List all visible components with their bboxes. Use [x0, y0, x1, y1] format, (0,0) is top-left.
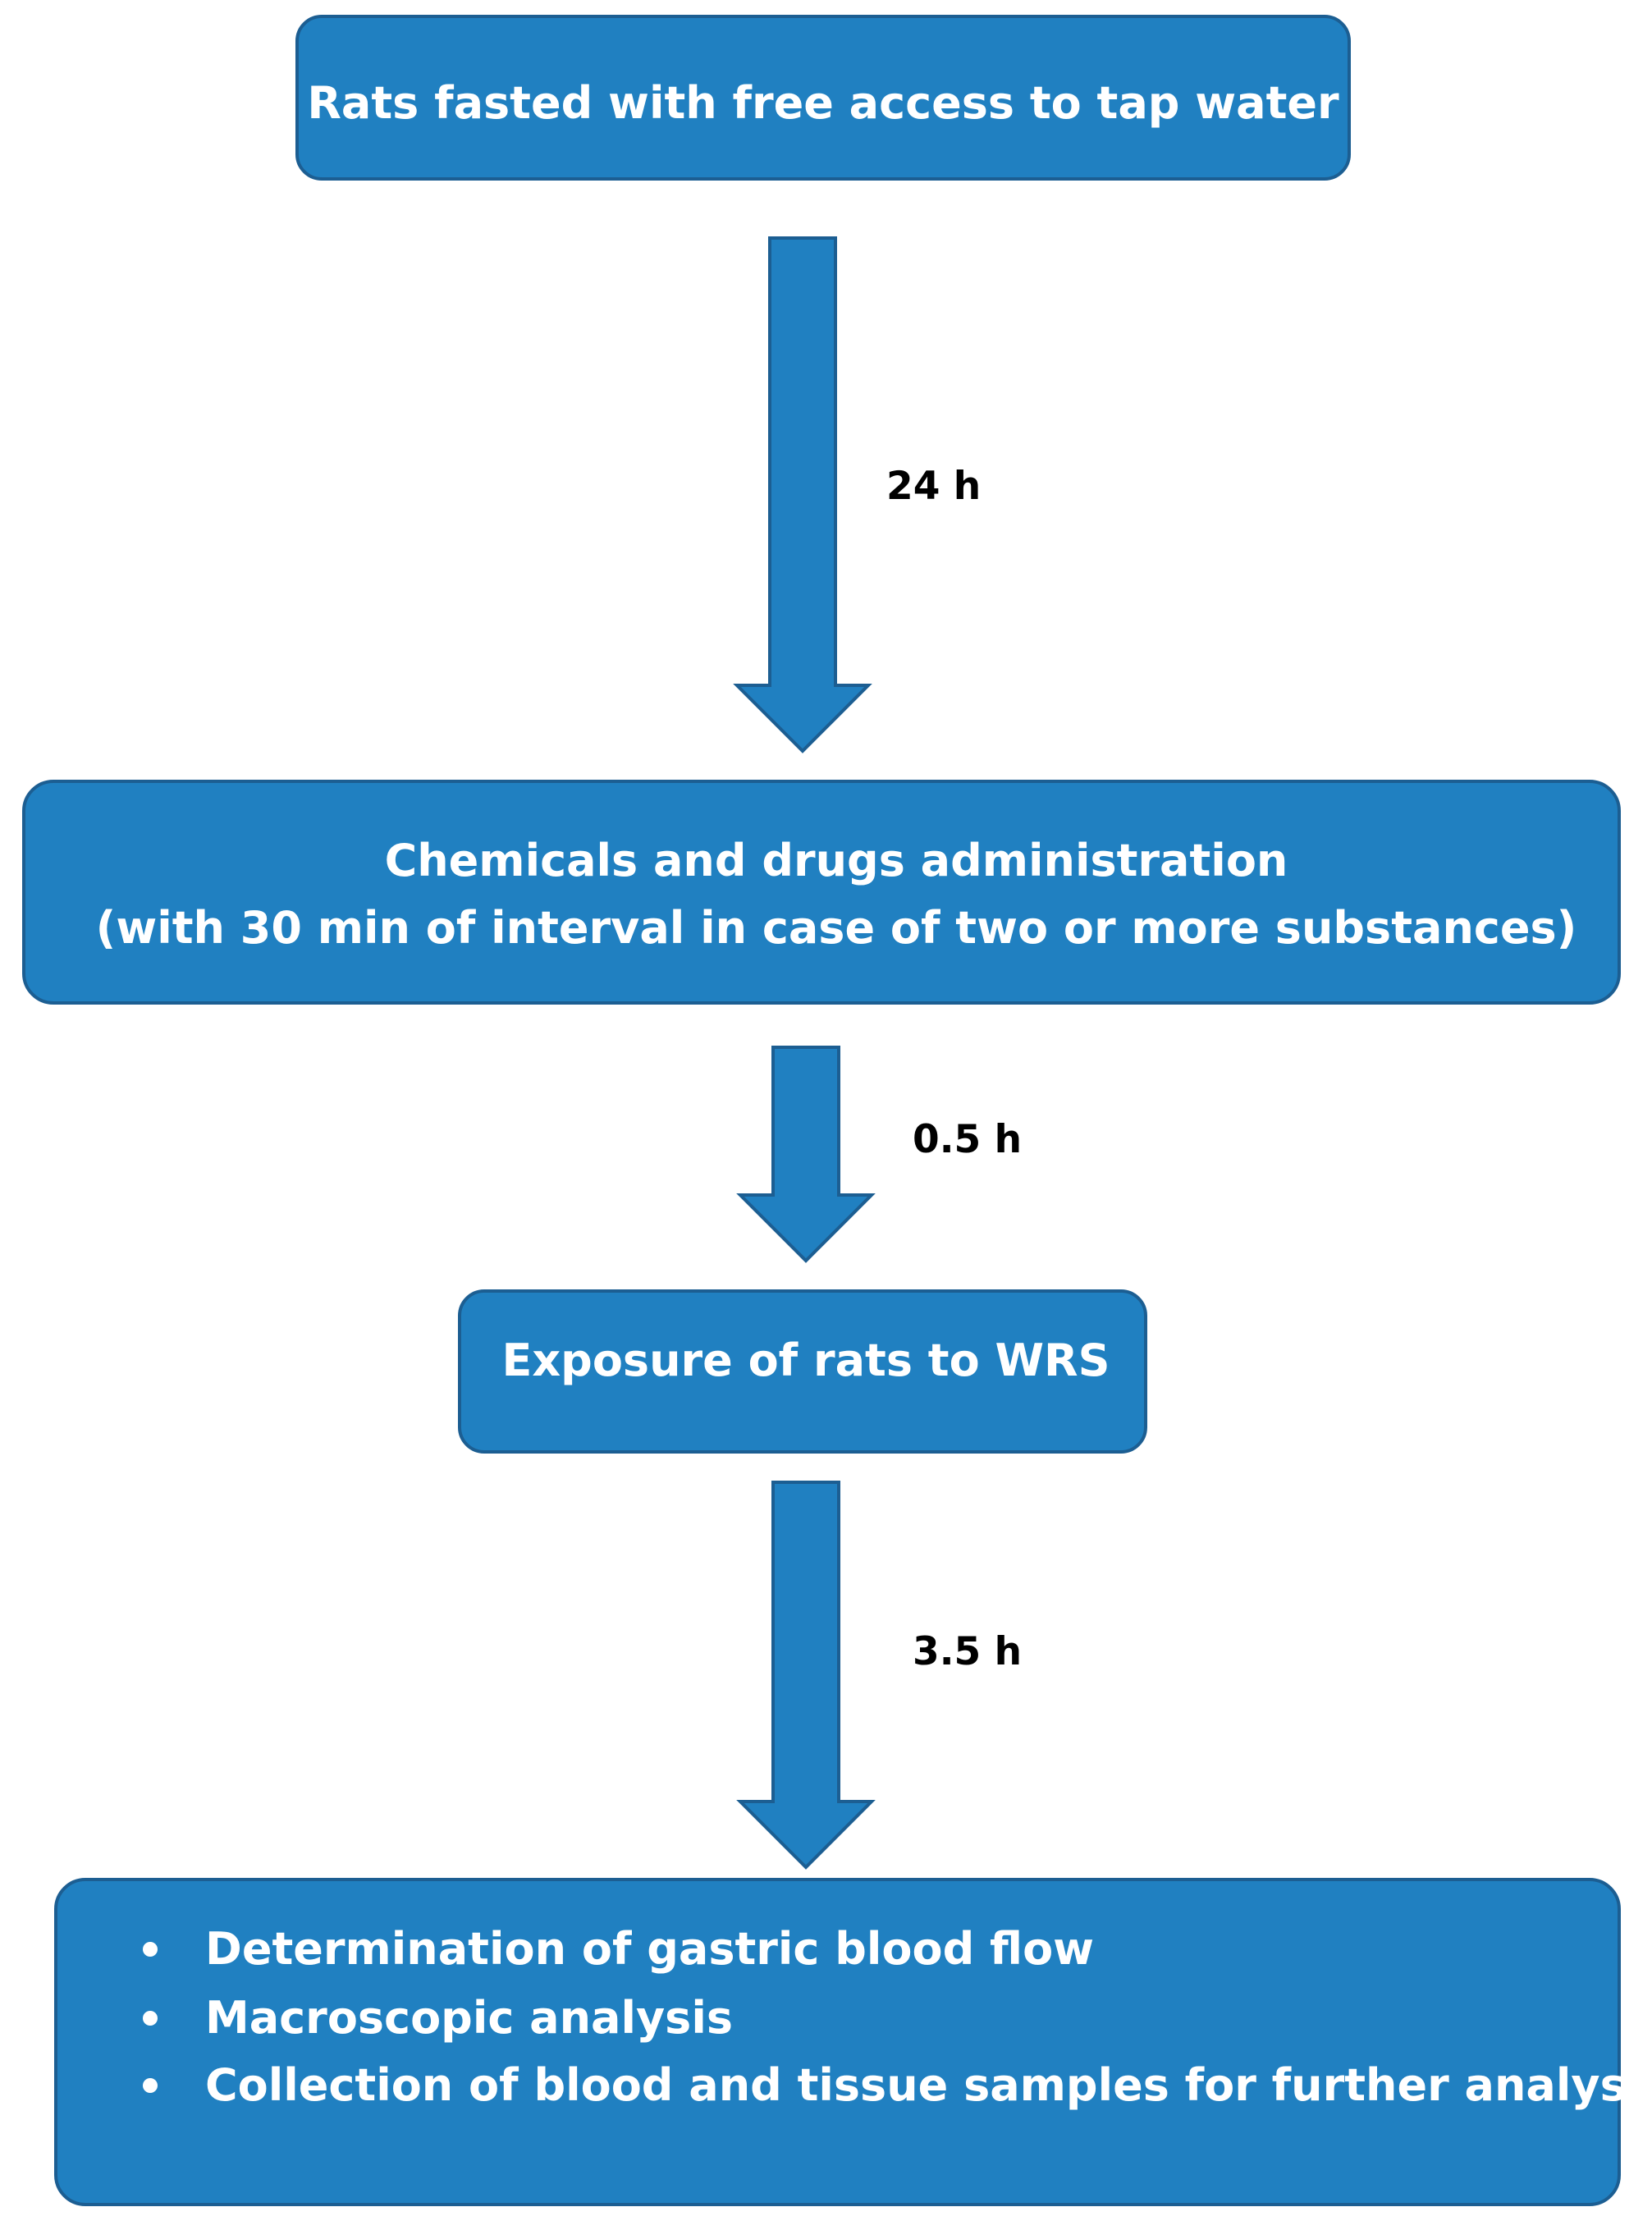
step-box-administration	[22, 780, 1621, 1005]
bullet-dot	[143, 2078, 158, 2093]
step-wrs-exposure-text: Exposure of rats to WRS	[501, 1335, 1110, 1386]
arrow-down-icon	[733, 236, 872, 753]
arrow-down-icon	[736, 1046, 876, 1263]
step-box-fasting	[295, 15, 1351, 181]
step-administration-line2: (with 30 min of interval in case of two …	[96, 902, 1577, 954]
analysis-item-macroscopic: Macroscopic analysis	[205, 1992, 733, 2044]
interval-label-24h: 24 h	[886, 464, 981, 509]
arrow-down-icon	[736, 1481, 876, 1870]
interval-label-0-5h: 0.5 h	[913, 1117, 1022, 1162]
step-box-wrs-exposure	[458, 1289, 1147, 1454]
analysis-item-sample-collection: Collection of blood and tissue samples f…	[205, 2059, 1652, 2111]
bullet-dot	[143, 2011, 158, 2026]
analysis-item-gastric-blood-flow: Determination of gastric blood flow	[205, 1923, 1094, 1975]
bullet-dot	[143, 1942, 158, 1957]
step-fasting-text: Rats fasted with free access to tap wate…	[307, 77, 1339, 129]
interval-label-3-5h: 3.5 h	[913, 1629, 1022, 1674]
step-administration-line1: Chemicals and drugs administration	[385, 835, 1288, 886]
step-box-analysis	[54, 1878, 1621, 2206]
